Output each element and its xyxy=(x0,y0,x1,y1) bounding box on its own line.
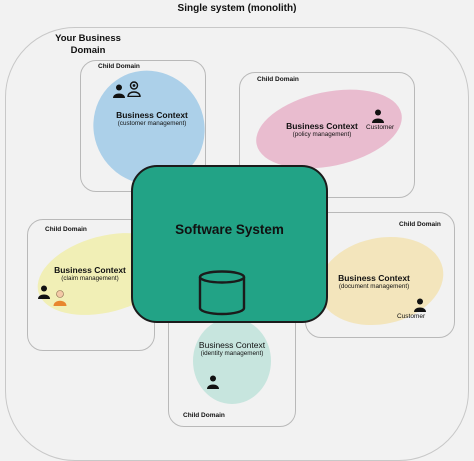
context-subtitle: (identity management) xyxy=(200,350,264,357)
person-icon xyxy=(38,285,50,299)
business-domain-label-line2: Domain xyxy=(70,45,106,56)
context-subtitle: (claim management) xyxy=(61,275,119,282)
context-subtitle: (policy management) xyxy=(292,131,352,138)
role-label-policy: Customer xyxy=(366,124,395,131)
context-title: Business Context xyxy=(338,273,410,283)
person-outline-icon xyxy=(127,81,141,97)
child-domain-label-policy: Child Domain xyxy=(257,76,299,83)
role-label-document: Customer xyxy=(397,313,426,320)
context-subtitle: (customer management) xyxy=(117,120,187,127)
person-orange-icon xyxy=(53,290,67,306)
context-title: Business Context xyxy=(116,110,188,120)
context-subtitle: (document management) xyxy=(338,283,410,290)
business-domain-label-line1: Your Business xyxy=(55,33,121,44)
context-policy: Business Context (policy management) xyxy=(268,121,376,138)
context-title: Business Context xyxy=(286,121,358,131)
child-domain-label-claim: Child Domain xyxy=(45,226,87,233)
person-icon xyxy=(207,375,219,389)
person-icon xyxy=(113,84,125,98)
context-title: Business Context xyxy=(54,265,126,275)
context-blob-identity xyxy=(193,318,271,404)
business-domain-label: Your Business Domain xyxy=(52,33,124,57)
context-identity: Business Context (identity management) xyxy=(178,340,286,357)
person-icon xyxy=(414,298,426,312)
child-domain-label-document: Child Domain xyxy=(399,221,441,228)
diagram-title: Single system (monolith) xyxy=(177,3,297,14)
context-title: Business Context xyxy=(198,340,266,350)
child-domain-label-customer: Child Domain xyxy=(98,63,140,70)
database-icon xyxy=(198,270,246,316)
child-domain-label-identity: Child Domain xyxy=(183,412,225,419)
context-document: Business Context (document management) xyxy=(320,273,428,290)
software-system-label: Software System xyxy=(175,222,284,237)
person-icon xyxy=(372,109,384,123)
context-customer: Business Context (customer management) xyxy=(98,110,206,127)
context-claim: Business Context (claim management) xyxy=(36,265,144,282)
